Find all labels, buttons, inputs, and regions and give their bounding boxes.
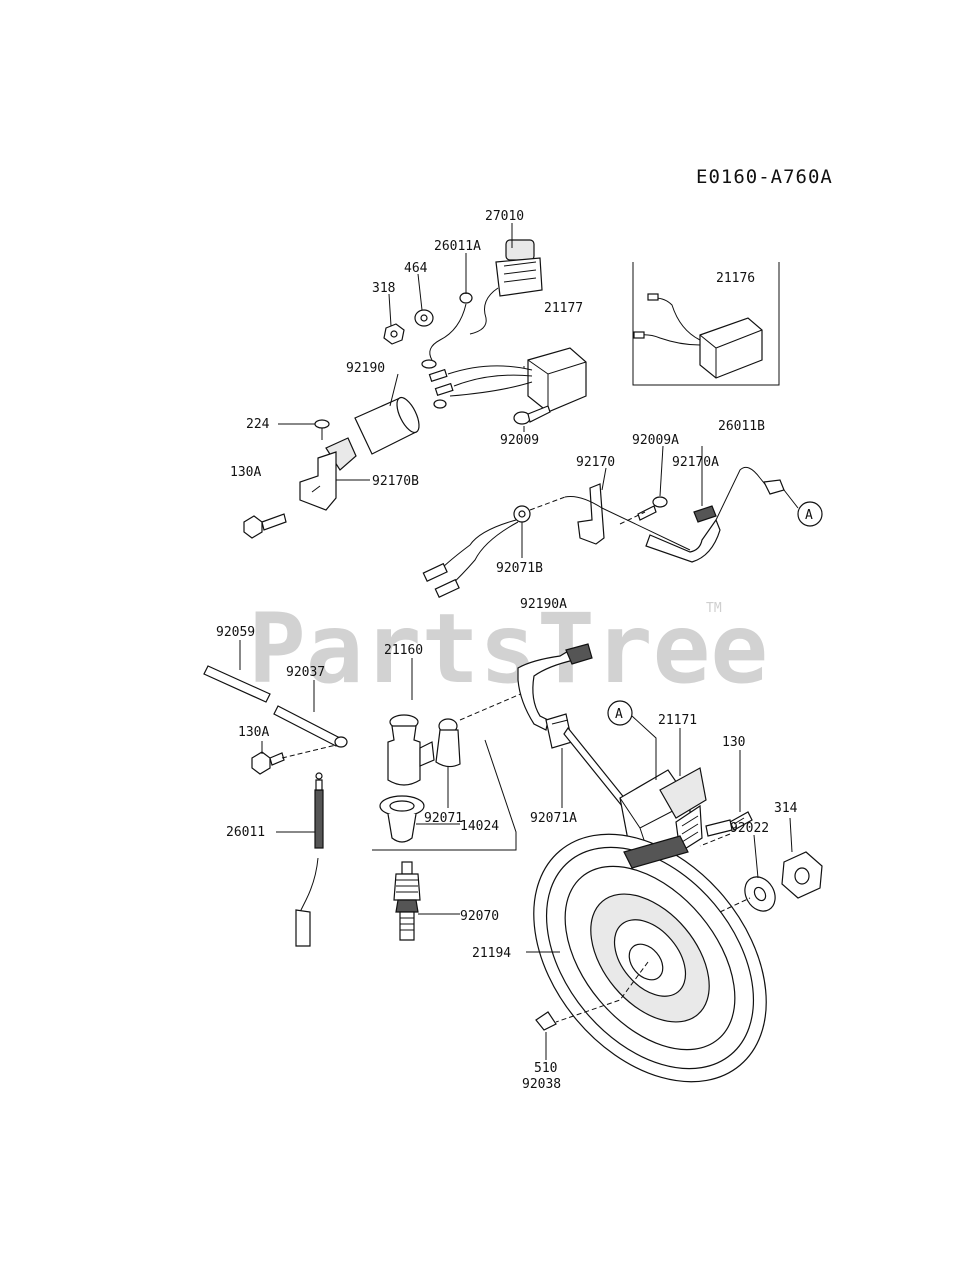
label-92170b: 92170B	[372, 474, 419, 489]
label-92070: 92070	[460, 909, 499, 924]
label-92037: 92037	[286, 665, 325, 680]
part-92009-bolt[interactable]	[513, 405, 551, 425]
lead-92170	[564, 496, 691, 551]
part-92170-clamp[interactable]	[577, 483, 605, 545]
label-21171: 21171	[658, 713, 697, 728]
leader-a-lower	[631, 715, 657, 780]
label-92059: 92059	[216, 625, 255, 640]
part-92009a-bolt[interactable]	[637, 496, 668, 521]
label-314: 314	[774, 801, 798, 816]
connector-92071b-a[interactable]	[422, 562, 448, 582]
label-92022: 92022	[730, 821, 769, 836]
svg-text:A: A	[615, 707, 623, 722]
part-130-bolt[interactable]	[705, 811, 753, 837]
label-130a-lower: 130A	[238, 725, 269, 740]
part-92190a-end[interactable]	[565, 643, 593, 665]
part-92190a-lead[interactable]	[517, 649, 575, 731]
part-14024-grommet[interactable]	[379, 795, 425, 843]
label-130: 130	[722, 735, 745, 750]
label-92071: 92071	[424, 811, 463, 826]
label-21194: 21194	[472, 946, 511, 961]
label-92071b: 92071B	[496, 561, 543, 576]
part-27010-switch[interactable]	[469, 239, 543, 335]
label-21177: 21177	[544, 301, 583, 316]
label-130a-upper: 130A	[230, 465, 261, 480]
part-26011b-terminal[interactable]	[763, 479, 785, 495]
connector-92071b-b[interactable]	[434, 578, 460, 598]
label-92038: 92038	[522, 1077, 561, 1092]
part-92170b-bracket[interactable]	[299, 437, 357, 511]
dash-92009a	[619, 511, 646, 525]
part-510-key[interactable]	[535, 1011, 557, 1031]
part-318-nut[interactable]	[383, 323, 405, 345]
part-21194-flywheel[interactable]	[486, 789, 813, 1127]
part-92022-washer[interactable]	[739, 871, 781, 916]
label-27010: 27010	[485, 209, 524, 224]
watermark-trademark: TM	[706, 601, 722, 616]
part-92070-spark-plug[interactable]	[393, 861, 421, 941]
inset-box	[632, 262, 780, 386]
part-92037-rod[interactable]	[273, 705, 341, 747]
leader-a-upper	[783, 489, 799, 509]
label-92170a: 92170A	[672, 455, 719, 470]
callout-a-upper: A	[797, 501, 823, 527]
part-92190-cap[interactable]	[354, 394, 424, 455]
label-21176: 21176	[716, 271, 755, 286]
label-92190a: 92190A	[520, 597, 567, 612]
label-318: 318	[372, 281, 395, 296]
label-92009: 92009	[500, 433, 539, 448]
watermark: PartsTree	[248, 593, 768, 705]
part-92071b-grommet[interactable]	[513, 505, 531, 523]
dash-92071	[459, 689, 531, 721]
lead-26011b	[715, 466, 769, 521]
part-26011a-eye[interactable]	[421, 359, 437, 369]
label-92190: 92190	[346, 361, 385, 376]
label-26011a: 26011A	[434, 239, 481, 254]
part-21171-coil[interactable]	[563, 726, 707, 859]
part-26011-plug-wire[interactable]	[295, 772, 324, 947]
svg-text:A: A	[805, 508, 813, 523]
part-26011a-terminal[interactable]	[459, 292, 473, 304]
part-464-washer[interactable]	[414, 309, 434, 327]
part-26011b-wire[interactable]	[645, 518, 721, 563]
part-92071-boot[interactable]	[435, 718, 461, 768]
label-26011b: 26011B	[718, 419, 765, 434]
label-14024: 14024	[460, 819, 499, 834]
label-92009a: 92009A	[632, 433, 679, 448]
lead-26011a	[429, 303, 467, 361]
diagram-code: E0160-A760A	[696, 166, 833, 188]
part-21176-module[interactable]	[633, 293, 763, 379]
label-92071a: 92071A	[530, 811, 577, 826]
section-frame	[372, 739, 517, 851]
part-224-screw[interactable]	[314, 419, 330, 440]
dash-130a	[281, 744, 337, 759]
part-21160-cap[interactable]	[387, 714, 435, 786]
lead-92071b	[439, 519, 519, 587]
label-510: 510	[534, 1061, 557, 1076]
label-464: 464	[404, 261, 428, 276]
part-92037-eye[interactable]	[334, 736, 348, 748]
label-21160: 21160	[384, 643, 423, 658]
label-224: 224	[246, 417, 270, 432]
part-130a-bolt-lower[interactable]	[251, 751, 285, 775]
dash-92071b	[529, 496, 566, 511]
leader-lines	[239, 223, 793, 1060]
label-26011: 26011	[226, 825, 265, 840]
part-21177-module[interactable]	[428, 347, 587, 413]
part-labels: 27010 26011A 464 318 21177 21176 92190 2…	[216, 209, 798, 1092]
part-92059-pin[interactable]	[203, 665, 271, 703]
callout-a-lower: A	[607, 700, 633, 726]
label-92170: 92170	[576, 455, 615, 470]
part-92170a-clip[interactable]	[693, 505, 717, 523]
part-314-nut[interactable]	[781, 851, 823, 899]
part-130a-bolt-upper[interactable]	[243, 513, 287, 539]
